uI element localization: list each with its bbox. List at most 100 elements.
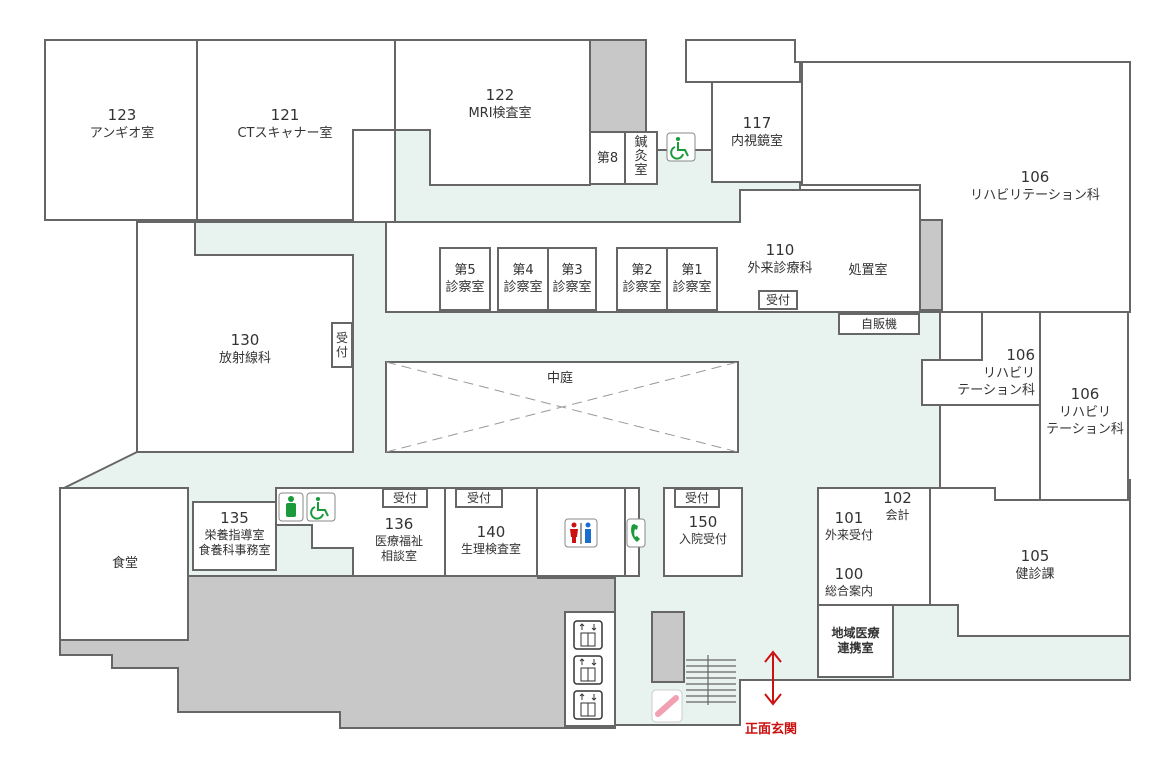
stairs-icon [686, 655, 736, 705]
reception-130: 受付 [331, 322, 353, 368]
room-name: 相談室 [380, 549, 417, 563]
room-name: 鍼灸室 [634, 135, 648, 178]
room-name: 食堂 [111, 556, 138, 571]
room-122-label: 122 MRI検査室 [440, 85, 560, 122]
exam-room-3 [547, 247, 597, 311]
exam-room-2 [616, 247, 668, 311]
exam-room-2-label: 第2 診察室 [617, 262, 667, 296]
room-name: 第1 [681, 263, 703, 278]
room-number: 101 [834, 509, 864, 527]
room-name: テーション科 [1046, 422, 1124, 437]
room-number: 106 [1006, 346, 1035, 364]
room-106-main [801, 61, 1131, 313]
room-number: 136 [384, 515, 414, 533]
cafeteria [59, 487, 189, 641]
room-name: 栄養指導室 [204, 528, 265, 542]
reception-140: 受付 [455, 488, 503, 508]
room-name: 放射線科 [218, 351, 271, 366]
room-8-label: 第8 [590, 150, 625, 167]
telephone-icon [626, 518, 646, 548]
room-150-label: 150 入院受付 [664, 512, 742, 547]
room-number: 110 [765, 241, 795, 259]
room-101-label: 101 外来受付 [818, 508, 880, 543]
elevator-icon [573, 620, 603, 650]
room-102-label: 102 会計 [870, 488, 925, 523]
blocked-area-right [919, 219, 943, 311]
regional-room-label: 地域医療 連携室 [818, 626, 893, 656]
room-106b-label: 106 リハビリ テーション科 [935, 345, 1035, 399]
room-name: 第5 [454, 263, 476, 278]
room-number: 135 [220, 509, 249, 527]
room-name: 第2 [631, 263, 653, 278]
room-name: MRI検査室 [468, 106, 532, 121]
room-123 [44, 39, 198, 221]
room-name: 第8 [596, 151, 619, 166]
room-acupuncture [624, 131, 658, 185]
room-number: 121 [270, 106, 300, 124]
room-name: 生理検査室 [460, 542, 521, 556]
room-name: リハビリ [982, 366, 1035, 381]
room-100-label: 100 総合案内 [818, 564, 880, 599]
exam-room-1 [666, 247, 718, 311]
room-number: 150 [688, 513, 718, 531]
room-number: 130 [230, 331, 260, 349]
reception-150: 受付 [674, 488, 720, 508]
room-name: 内視鏡室 [730, 134, 783, 149]
room-106c-label: 106 リハビリ テーション科 [1040, 384, 1130, 438]
courtyard-label: 中庭 [530, 370, 590, 387]
room-name: リハビリ [1058, 405, 1111, 420]
room-140-label: 140 生理検査室 [445, 522, 537, 557]
room-name: CTスキャナー室 [237, 126, 333, 141]
treatment-room-label: 処置室 [838, 262, 898, 279]
blocked-area-stairs [651, 611, 685, 683]
exam-room-4 [497, 247, 549, 311]
main-entrance-label: 正面玄関 [745, 722, 798, 737]
room-117-label: 117 内視鏡室 [712, 113, 802, 150]
cafeteria-label: 食堂 [80, 555, 170, 572]
room-name: 地域医療 [831, 626, 880, 640]
reception-136: 受付 [382, 488, 428, 508]
room-name: 診察室 [672, 280, 712, 295]
blocked-area-top [589, 39, 647, 133]
person-icon [278, 492, 304, 522]
room-name: 中庭 [546, 371, 573, 386]
exam-room-4-label: 第4 診察室 [498, 262, 548, 296]
elevator-icon [573, 690, 603, 720]
acupuncture-label: 鍼灸室 [634, 136, 648, 178]
room-135 [192, 501, 277, 571]
room-name: 第4 [512, 263, 534, 278]
room-name: 外来診療科 [747, 261, 813, 276]
room-number: 106 [1070, 385, 1100, 403]
room-top-small [685, 39, 801, 83]
room-number: 123 [107, 106, 137, 124]
regional-room [817, 604, 894, 678]
room-name: 会計 [885, 508, 910, 522]
reception-110: 受付 [758, 290, 798, 310]
room-123-label: 123 アンギオ室 [70, 105, 174, 142]
room-name: 診察室 [445, 280, 485, 295]
room-105-label: 105 健診課 [990, 546, 1080, 583]
elevator-icon [573, 655, 603, 685]
room-name: 第3 [561, 263, 583, 278]
room-name: 総合案内 [824, 584, 873, 598]
double-arrow-icon [764, 650, 782, 706]
restroom-icon [564, 518, 598, 548]
room-number: 122 [485, 86, 515, 104]
room-name: アンギオ室 [89, 126, 155, 141]
wheelchair-icon [666, 132, 696, 162]
room-135-label: 135 栄養指導室 食養科事務室 [193, 508, 276, 558]
room-name: 食養科事務室 [198, 543, 271, 557]
room-name: 診察室 [552, 280, 592, 295]
room-106a-label: 106 リハビリテーション科 [950, 167, 1120, 204]
room-name: テーション科 [957, 383, 1035, 398]
room-number: 140 [476, 523, 506, 541]
room-name: 診察室 [503, 280, 543, 295]
room-105 [929, 487, 1131, 637]
room-110-label: 110 外来診療科 [735, 240, 825, 277]
wheelchair-icon [306, 492, 336, 522]
room-number: 100 [834, 565, 864, 583]
room-name: 健診課 [1015, 567, 1055, 582]
room-130-label: 130 放射線科 [195, 330, 295, 367]
room-number: 102 [883, 489, 912, 507]
